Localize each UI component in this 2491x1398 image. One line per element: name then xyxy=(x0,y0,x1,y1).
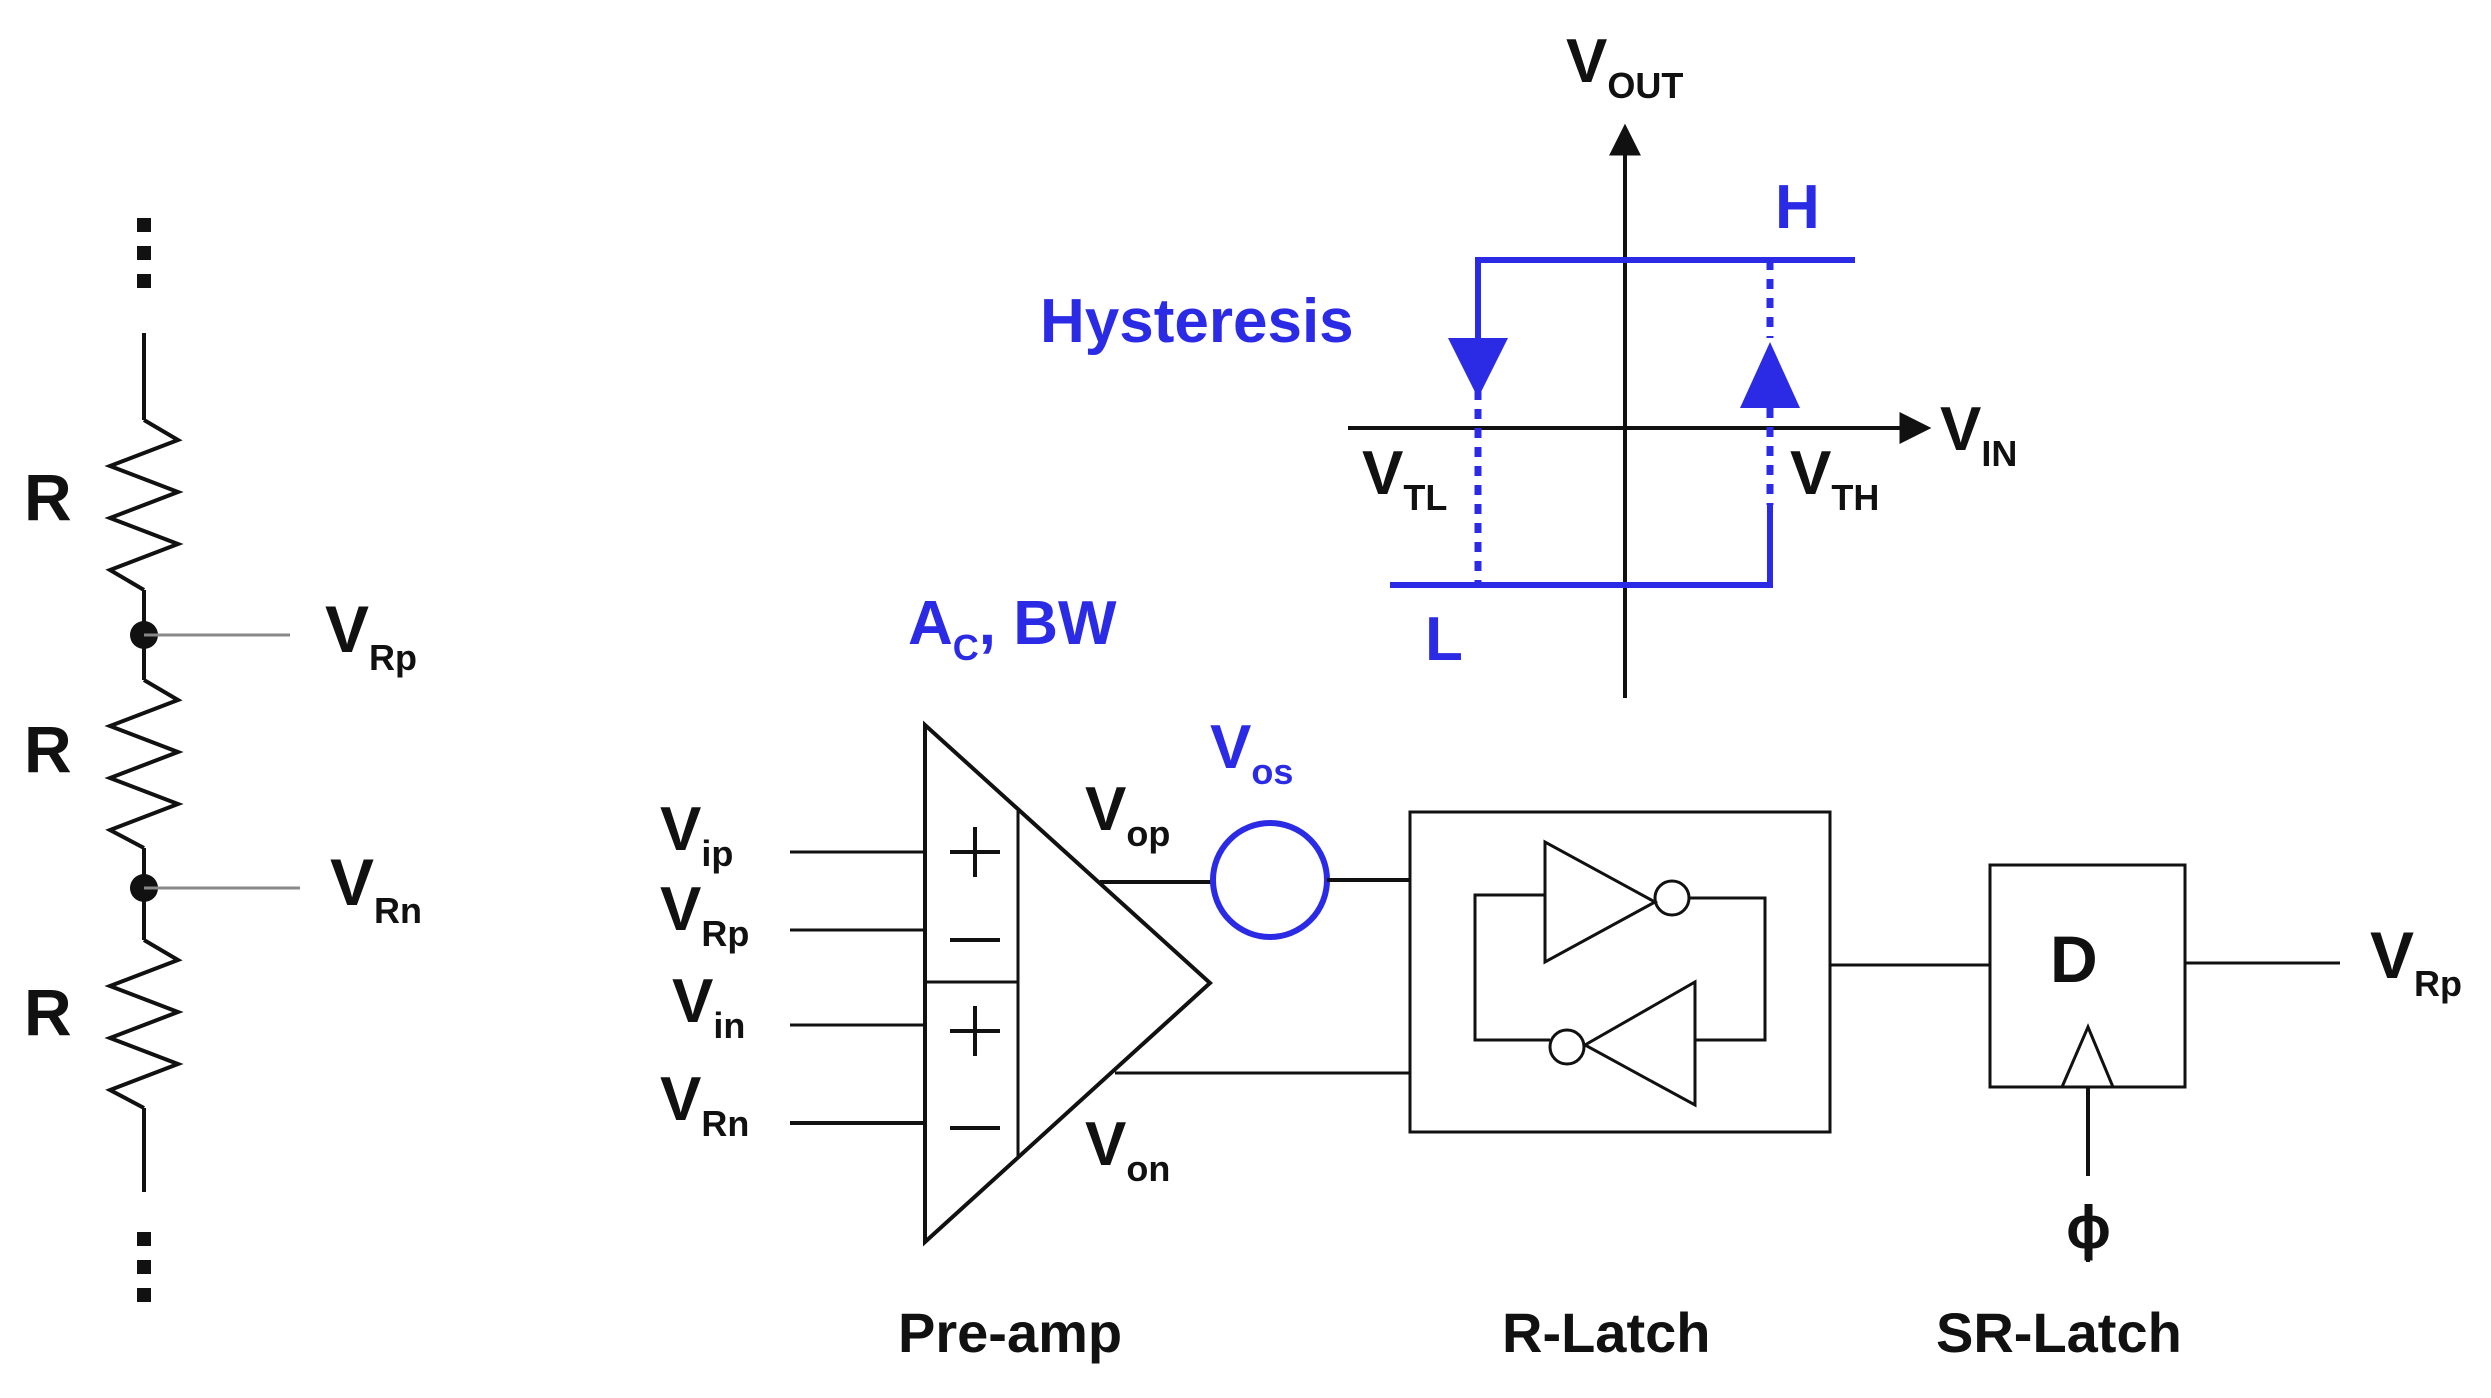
output-label-vop: Vop xyxy=(1085,775,1170,854)
level-low-label: L xyxy=(1425,605,1463,674)
inverter-bottom xyxy=(1581,979,1697,1108)
ladder-bottom-ellipsis xyxy=(137,1232,151,1302)
sr-latch-label: SR-Latch xyxy=(1936,1301,2182,1364)
preamp-label: Pre-amp xyxy=(898,1301,1122,1364)
input-label-vrp: VRp xyxy=(660,875,749,954)
resistor-ladder xyxy=(104,218,300,1302)
level-high-label: H xyxy=(1775,173,1820,242)
r-latch-label: R-Latch xyxy=(1502,1301,1710,1364)
resistor-label-3: R xyxy=(24,975,72,1049)
preamp-params: AC, BW xyxy=(908,589,1117,668)
resistor-2 xyxy=(104,678,184,850)
input-label-vin: Vin xyxy=(672,967,745,1046)
inverter-top-bubble xyxy=(1653,879,1691,917)
low-level-line xyxy=(1390,505,1773,588)
inverter-top xyxy=(1543,839,1659,965)
down-arrow-icon xyxy=(1448,338,1508,398)
hysteresis-title: Hysteresis xyxy=(1040,287,1354,356)
ladder-tap-label-rp: VRp xyxy=(325,592,417,678)
ladder-top-ellipsis xyxy=(137,218,151,288)
sr-latch xyxy=(1988,863,2340,1262)
resistor-1 xyxy=(104,418,184,592)
resistor-3 xyxy=(104,938,184,1110)
vtl-label: VTL xyxy=(1362,439,1447,518)
vout-label: VOUT xyxy=(1566,27,1683,106)
ladder-tap-label-rn: VRn xyxy=(330,845,422,931)
clock-triangle-icon xyxy=(2059,1023,2116,1089)
preamp xyxy=(790,720,1410,1247)
r-latch xyxy=(1408,810,1990,1134)
high-level-line xyxy=(1475,257,1855,338)
resistor-label-2: R xyxy=(24,712,72,786)
offset-voltage-source xyxy=(1210,820,1330,940)
clock-phi-label: ϕ xyxy=(2066,1194,2111,1261)
offset-label: Vos xyxy=(1210,713,1293,792)
vth-label: VTH xyxy=(1790,439,1879,518)
inverter-bottom-bubble xyxy=(1548,1028,1586,1066)
input-label-vrn: VRn xyxy=(660,1065,749,1144)
d-input-label: D xyxy=(2050,922,2098,996)
output-label-von: Von xyxy=(1085,1110,1170,1189)
hysteresis-plot xyxy=(1348,123,1932,698)
up-arrow-icon xyxy=(1740,342,1800,408)
input-label-vip: Vip xyxy=(660,795,733,874)
resistor-label-1: R xyxy=(24,460,72,534)
vin-label: VIN xyxy=(1940,395,2017,474)
r-latch-box xyxy=(1408,810,1832,1134)
sr-output-label: VRp xyxy=(2370,918,2462,1004)
